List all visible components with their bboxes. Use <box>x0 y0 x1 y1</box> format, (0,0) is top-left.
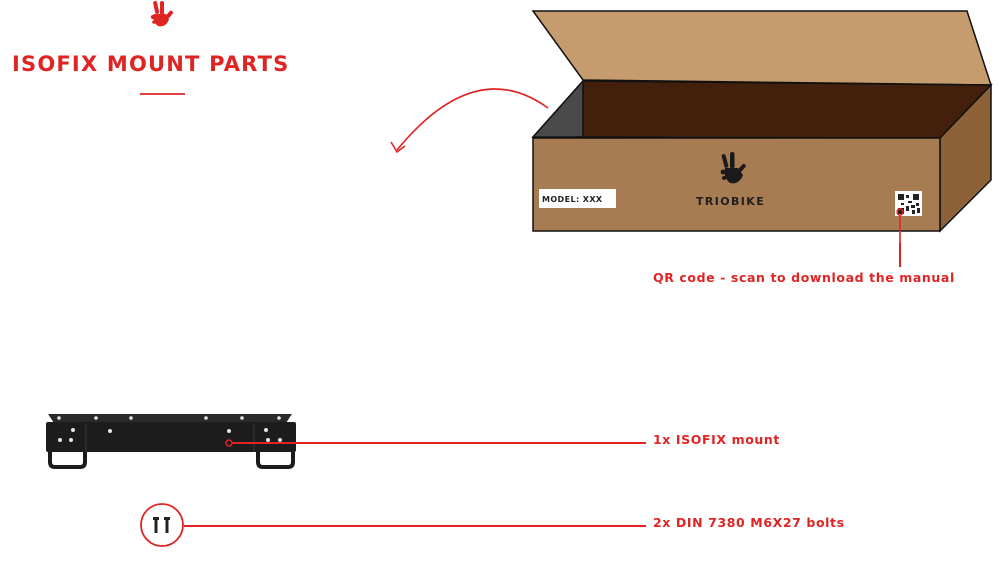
brand-name: TRIOBIKE <box>696 195 766 208</box>
bolts-callout: 2x DIN 7380 M6X27 bolts <box>653 515 845 530</box>
qr-code-icon <box>895 191 922 216</box>
qr-leader-line <box>899 243 901 267</box>
bolts-icon <box>140 503 184 547</box>
mount-callout: 1x ISOFIX mount <box>653 432 780 447</box>
isofix-mount-image <box>46 414 296 469</box>
box-inner-left <box>531 79 584 138</box>
open-box-arrow-icon <box>390 88 549 154</box>
box-lid <box>531 10 993 86</box>
triobike-hand-icon <box>150 1 173 27</box>
box-front <box>532 137 941 232</box>
box-logo-icon <box>720 152 746 184</box>
box-inside <box>531 80 993 139</box>
bolts-leader-line <box>184 525 646 527</box>
mount-leader-line <box>232 442 646 444</box>
model-label: MODEL: XXX <box>542 195 603 204</box>
title-divider <box>140 93 185 95</box>
product-box-illustration <box>531 10 993 245</box>
qr-callout: QR code - scan to download the manual <box>653 270 955 285</box>
page-title: ISOFIX MOUNT PARTS <box>12 52 290 76</box>
